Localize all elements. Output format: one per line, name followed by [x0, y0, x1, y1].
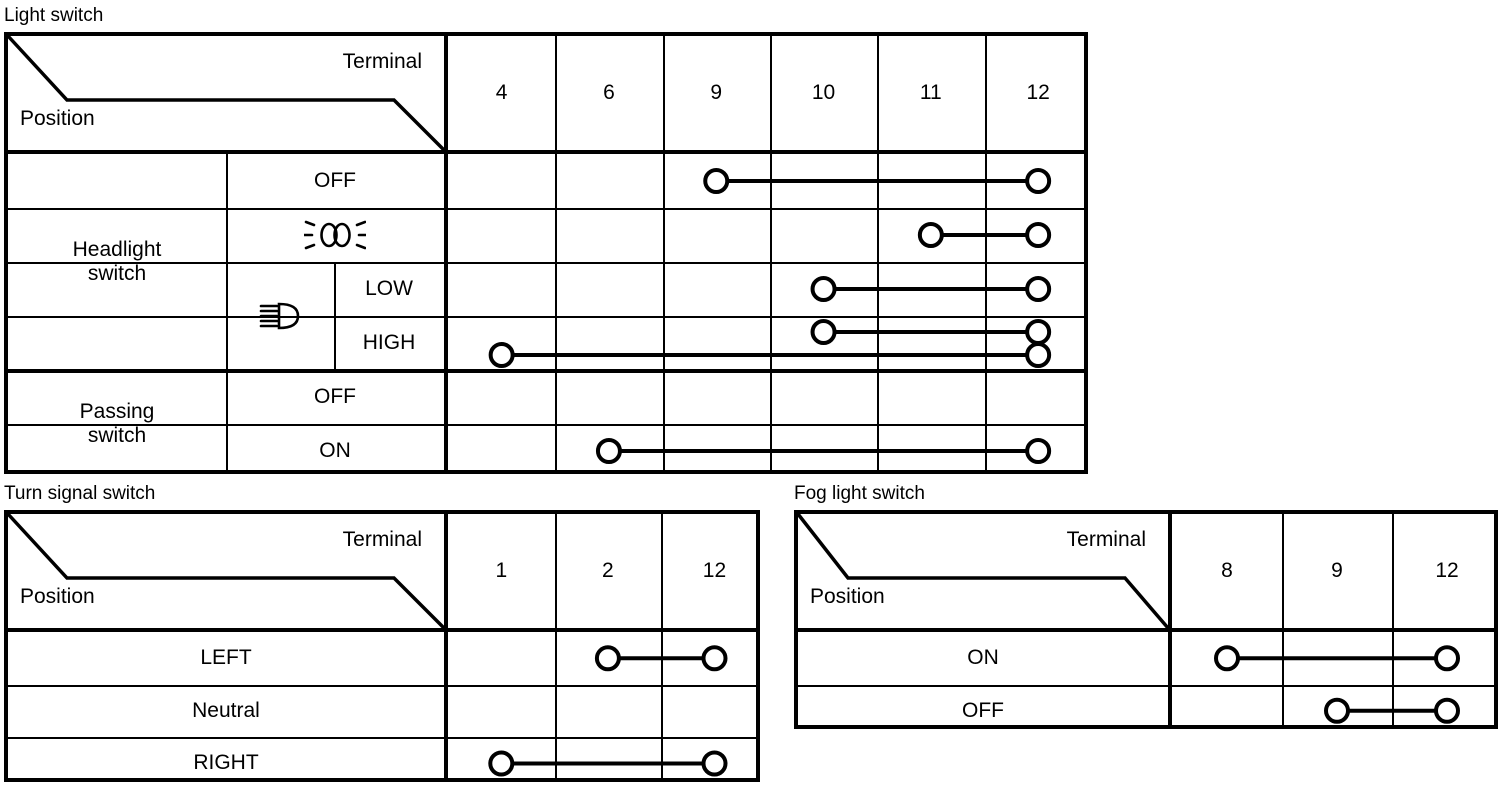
label-subcol-divider — [334, 262, 336, 370]
header-position-label: Position — [20, 585, 95, 608]
row-label: Neutral — [192, 698, 260, 722]
header-terminal-label: Terminal — [342, 50, 422, 73]
row-label: OFF — [314, 169, 356, 192]
row-group-label: Passing switch — [79, 400, 155, 447]
terminal-header-6: 6 — [603, 81, 615, 104]
header-divider — [798, 628, 1494, 632]
row-divider — [8, 684, 756, 687]
terminal-header-9: 9 — [710, 81, 723, 104]
table-grid-fog-light-switch — [798, 514, 1494, 725]
header-terminal-label: Terminal — [342, 528, 422, 551]
terminal-col-divider — [555, 36, 558, 470]
row-label: LEFT — [200, 646, 252, 670]
row-divider — [798, 684, 1494, 687]
table-grid-turn-signal-switch — [8, 514, 756, 778]
terminal-col-divider — [554, 514, 557, 778]
header-divider — [8, 150, 1084, 154]
row-divider — [8, 316, 1084, 318]
table-caption-fog-light-switch: Fog light switch — [794, 483, 925, 504]
row-divider — [8, 208, 1084, 210]
group-divider — [8, 369, 1084, 373]
label-subcol-divider — [226, 150, 228, 470]
terminal-header-12: 12 — [1435, 559, 1459, 582]
table-grid-light-switch — [8, 36, 1084, 470]
row-divider — [8, 737, 756, 740]
headlight-icon — [259, 302, 300, 330]
label-terminal-divider — [444, 514, 448, 778]
terminal-header-12: 12 — [1026, 81, 1050, 104]
terminal-col-divider — [1392, 514, 1394, 725]
terminal-col-divider — [661, 514, 664, 778]
header-divider — [8, 628, 756, 632]
terminal-header-9: 9 — [1331, 559, 1343, 582]
terminal-col-divider — [769, 36, 772, 470]
table-caption-light-switch: Light switch — [4, 5, 104, 26]
row-divider — [8, 262, 1084, 264]
row-label: OFF — [962, 698, 1004, 722]
table-caption-turn-signal-switch: Turn signal switch — [4, 483, 156, 504]
terminal-col-divider — [984, 36, 987, 470]
header-terminal-label: Terminal — [1066, 528, 1146, 551]
row-divider — [8, 424, 1084, 426]
header-position-label: Position — [810, 585, 885, 608]
label-terminal-divider — [1168, 514, 1172, 725]
parking-lamp-icon-cell — [226, 208, 444, 262]
row-label: LOW — [365, 277, 413, 300]
terminal-col-divider — [877, 36, 880, 470]
header-position-label: Position — [20, 107, 95, 130]
terminal-header-4: 4 — [495, 81, 508, 104]
terminal-header-11: 11 — [919, 81, 942, 104]
terminal-header-10: 10 — [811, 81, 836, 104]
terminal-header-2: 2 — [602, 559, 614, 582]
row-label: RIGHT — [193, 751, 259, 775]
parking-lamp-icon — [304, 220, 366, 250]
terminal-header-1: 1 — [495, 559, 508, 582]
row-group-label: Headlight switch — [72, 238, 162, 285]
row-label: HIGH — [362, 331, 416, 354]
headlight-icon-cell — [226, 262, 334, 370]
terminal-col-divider — [1282, 514, 1284, 725]
terminal-header-12: 12 — [702, 559, 727, 582]
row-label: ON — [319, 439, 351, 462]
terminal-header-8: 8 — [1221, 559, 1233, 582]
terminal-col-divider — [662, 36, 665, 470]
row-label: OFF — [314, 385, 356, 408]
row-label: ON — [967, 646, 999, 670]
label-terminal-divider — [444, 36, 448, 470]
